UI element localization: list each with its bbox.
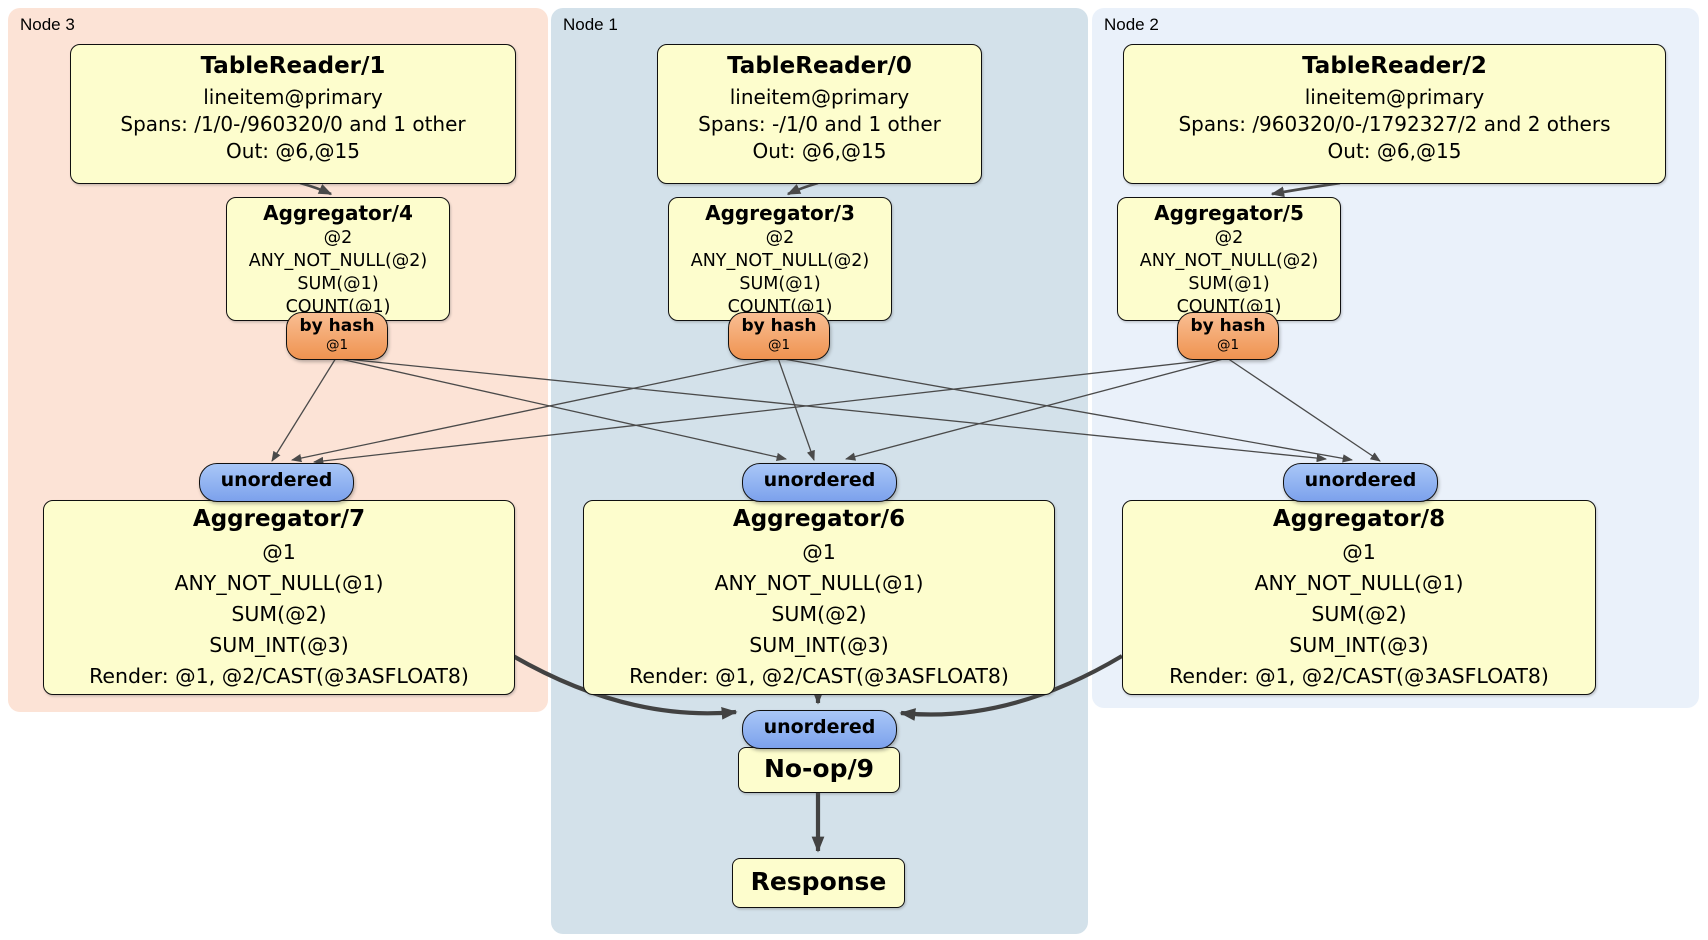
sync-unordered-noop: unordered [742, 710, 897, 749]
processor-title: Aggregator/8 [1272, 506, 1446, 532]
processor-line: SUM_INT(@3) [749, 633, 889, 657]
node-region-label: Node 3 [20, 15, 75, 34]
processor-title: Aggregator/5 [1154, 201, 1304, 225]
edge-byhash5-u7 [312, 357, 1228, 466]
processor-title: Aggregator/7 [192, 506, 366, 532]
processor-line: @2 [765, 228, 795, 248]
processor-aggregator-4: Aggregator/4 @2 ANY_NOT_NULL(@2) SUM(@1)… [226, 197, 450, 321]
processor-line: Out: @6,@15 [1327, 139, 1462, 163]
router-by-hash-5: by hash @1 [1177, 312, 1279, 360]
processor-line: @1 [802, 540, 836, 564]
processor-line: Render: @1, @2/CAST(@3ASFLOAT8) [629, 664, 1009, 688]
processor-aggregator-7: Aggregator/7 @1 ANY_NOT_NULL(@1) SUM(@2)… [43, 500, 515, 695]
processor-line: ANY_NOT_NULL(@2) [248, 251, 428, 271]
edge-byhash5-u6 [844, 357, 1228, 461]
processor-line: @2 [323, 228, 353, 248]
router-by-hash-3: by hash @1 [728, 312, 830, 360]
edge-tr0-agg3 [786, 181, 819, 196]
processor-line: Out: @6,@15 [752, 139, 887, 163]
processor-line: ANY_NOT_NULL(@2) [690, 251, 870, 271]
router-by-hash-4: by hash @1 [286, 312, 388, 360]
processor-title: Aggregator/3 [705, 201, 855, 225]
processor-line: SUM(@2) [771, 602, 867, 626]
processor-aggregator-3: Aggregator/3 @2 ANY_NOT_NULL(@2) SUM(@1)… [668, 197, 892, 321]
edge-tr1-agg4 [299, 181, 333, 196]
processor-aggregator-5: Aggregator/5 @2 ANY_NOT_NULL(@2) SUM(@1)… [1117, 197, 1341, 321]
processor-line: SUM_INT(@3) [209, 633, 349, 657]
processor-line: SUM(@1) [739, 274, 821, 294]
router-label: by hash [299, 316, 375, 336]
processor-title: TableReader/2 [1302, 53, 1487, 79]
processor-aggregator-8: Aggregator/8 @1 ANY_NOT_NULL(@1) SUM(@2)… [1122, 500, 1596, 695]
router-sublabel: @1 [325, 337, 349, 353]
processor-line: SUM_INT(@3) [1289, 633, 1429, 657]
processor-tablereader-2: TableReader/2 lineitem@primary Spans: /9… [1123, 44, 1666, 184]
router-label: by hash [741, 316, 817, 336]
processor-aggregator-6: Aggregator/6 @1 ANY_NOT_NULL(@1) SUM(@2)… [583, 500, 1055, 695]
edge-byhash4-u6 [335, 357, 788, 462]
edge-byhash4-u8 [335, 357, 1328, 463]
processor-line: ANY_NOT_NULL(@1) [1254, 571, 1464, 595]
processor-line: lineitem@primary [203, 85, 383, 109]
edge-byhash4-u7 [271, 357, 337, 462]
processor-line: Spans: /960320/0-/1792327/2 and 2 others [1178, 112, 1611, 136]
processor-title: Aggregator/4 [263, 201, 413, 225]
processor-line: SUM(@1) [1188, 274, 1270, 294]
sync-unordered-agg8: unordered [1283, 463, 1438, 502]
edge-agg8-u9 [899, 654, 1124, 721]
processor-line: lineitem@primary [729, 85, 910, 109]
router-sublabel: @1 [767, 337, 791, 353]
sync-unordered-agg7: unordered [199, 463, 354, 502]
processor-line: SUM(@2) [231, 602, 327, 626]
processor-tablereader-0: TableReader/0 lineitem@primary Spans: -/… [657, 44, 982, 184]
edge-tr2-agg5 [1270, 181, 1341, 198]
processor-line: ANY_NOT_NULL(@1) [174, 571, 384, 595]
processor-line: SUM(@2) [1311, 602, 1407, 626]
processor-line: Render: @1, @2/CAST(@3ASFLOAT8) [1169, 664, 1549, 688]
processor-title: Aggregator/6 [732, 506, 906, 532]
router-sublabel: @1 [1216, 337, 1240, 353]
processor-noop-9: No-op/9 [738, 747, 900, 793]
processor-line: Spans: -/1/0 and 1 other [698, 112, 941, 136]
edge-byhash3-u8 [777, 357, 1354, 463]
node-region-label: Node 1 [563, 15, 618, 34]
sync-unordered-agg6: unordered [742, 463, 897, 502]
processor-line: SUM(@1) [297, 274, 379, 294]
processor-line: Spans: /1/0-/960320/0 and 1 other [120, 112, 466, 136]
processor-line: @2 [1214, 228, 1244, 248]
node-region-label: Node 2 [1104, 15, 1159, 34]
processor-response: Response [732, 858, 905, 908]
processor-line: @1 [1342, 540, 1376, 564]
processor-title: TableReader/0 [727, 53, 912, 79]
processor-line: Render: @1, @2/CAST(@3ASFLOAT8) [89, 664, 469, 688]
edge-byhash3-u7 [290, 357, 779, 463]
processor-title: TableReader/1 [200, 53, 386, 79]
processor-tablereader-1: TableReader/1 lineitem@primary Spans: /1… [70, 44, 516, 184]
edge-byhash3-u6 [777, 357, 815, 461]
edge-byhash5-u8 [1226, 357, 1381, 462]
processor-line: ANY_NOT_NULL(@1) [714, 571, 924, 595]
processor-line: @1 [262, 540, 296, 564]
processor-line: ANY_NOT_NULL(@2) [1139, 251, 1319, 271]
edge-agg7-u9 [511, 654, 738, 720]
processor-line: Out: @6,@15 [226, 139, 360, 163]
router-label: by hash [1190, 316, 1266, 336]
processor-line: lineitem@primary [1304, 85, 1485, 109]
